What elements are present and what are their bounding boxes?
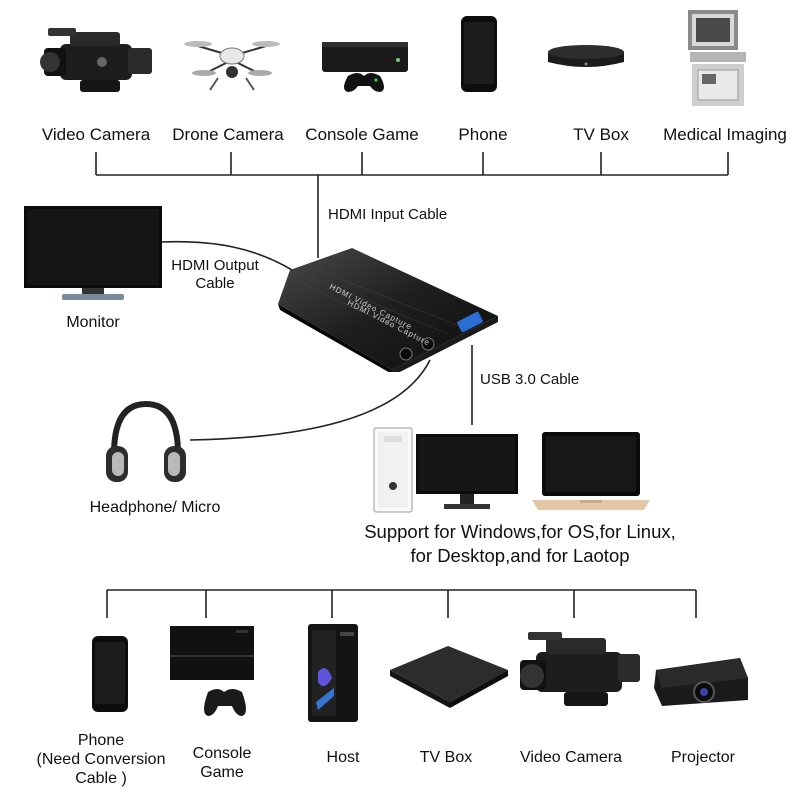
support-line1: Support for Windows,for OS,for Linux, xyxy=(364,521,676,542)
monitor-icon xyxy=(24,206,162,300)
target-label-tv-box: TV Box xyxy=(419,749,473,766)
support-text: Support for Windows,for OS,for Linux, fo… xyxy=(330,520,710,568)
source-label-phone: Phone xyxy=(458,125,508,144)
hdmi-input-cable-label: HDMI Input Cable xyxy=(328,206,448,223)
headphone-icon xyxy=(106,400,186,482)
source-label-tv-box: TV Box xyxy=(573,125,629,144)
monitor-label: Monitor xyxy=(66,314,120,331)
console-game-icon xyxy=(322,42,408,92)
source-label-video-camera: Video Camera xyxy=(41,125,151,144)
usb-cable-label: USB 3.0 Cable xyxy=(480,371,580,388)
headphone-label: Headphone/ Micro xyxy=(89,499,221,516)
capture-device-icon xyxy=(278,248,498,376)
target-label-phone-line3: Cable ) xyxy=(75,770,127,788)
console-game-icon xyxy=(170,626,254,716)
capture-device: HDMI Video Capture HDMI Video Capture xyxy=(268,242,508,376)
source-label-drone-camera: Drone Camera xyxy=(172,125,284,144)
target-label-console-game: Console Game xyxy=(172,744,272,782)
target-label-phone: Phone (Need Conversion Cable ) xyxy=(20,731,182,789)
target-label-console-line2: Game xyxy=(200,764,244,782)
target-label-projector: Projector xyxy=(670,749,736,766)
target-label-phone-line2: (Need Conversion xyxy=(36,751,166,769)
host-pc-icon xyxy=(308,624,358,722)
source-label-console-game: Console Game xyxy=(305,125,419,144)
video-camera-icon xyxy=(520,632,640,706)
hdmi-output-label-line1: HDMI Output xyxy=(171,257,259,274)
target-label-video-camera: Video Camera xyxy=(520,749,622,766)
desktop-monitor-icon xyxy=(416,434,518,509)
laptop-icon xyxy=(532,432,650,510)
phone-icon xyxy=(92,636,128,712)
target-label-host: Host xyxy=(326,749,360,766)
tv-box-icon xyxy=(548,45,624,67)
tv-box-icon xyxy=(390,646,508,708)
medical-imaging-icon xyxy=(688,10,746,106)
support-line2: for Desktop,and for Laotop xyxy=(410,545,630,567)
projector-icon xyxy=(654,658,748,706)
drone-camera-icon xyxy=(184,41,280,91)
source-label-medical-imaging: Medical Imaging xyxy=(663,125,787,144)
video-camera-icon xyxy=(40,28,152,92)
desktop-tower-icon xyxy=(373,427,413,513)
hdmi-output-label-line2: Cable xyxy=(195,275,235,292)
hdmi-output-cable-label: HDMI Output Cable xyxy=(160,257,270,293)
target-label-phone-line1: Phone xyxy=(77,732,125,749)
target-label-console-line1: Console xyxy=(192,745,252,762)
phone-icon xyxy=(461,16,497,92)
